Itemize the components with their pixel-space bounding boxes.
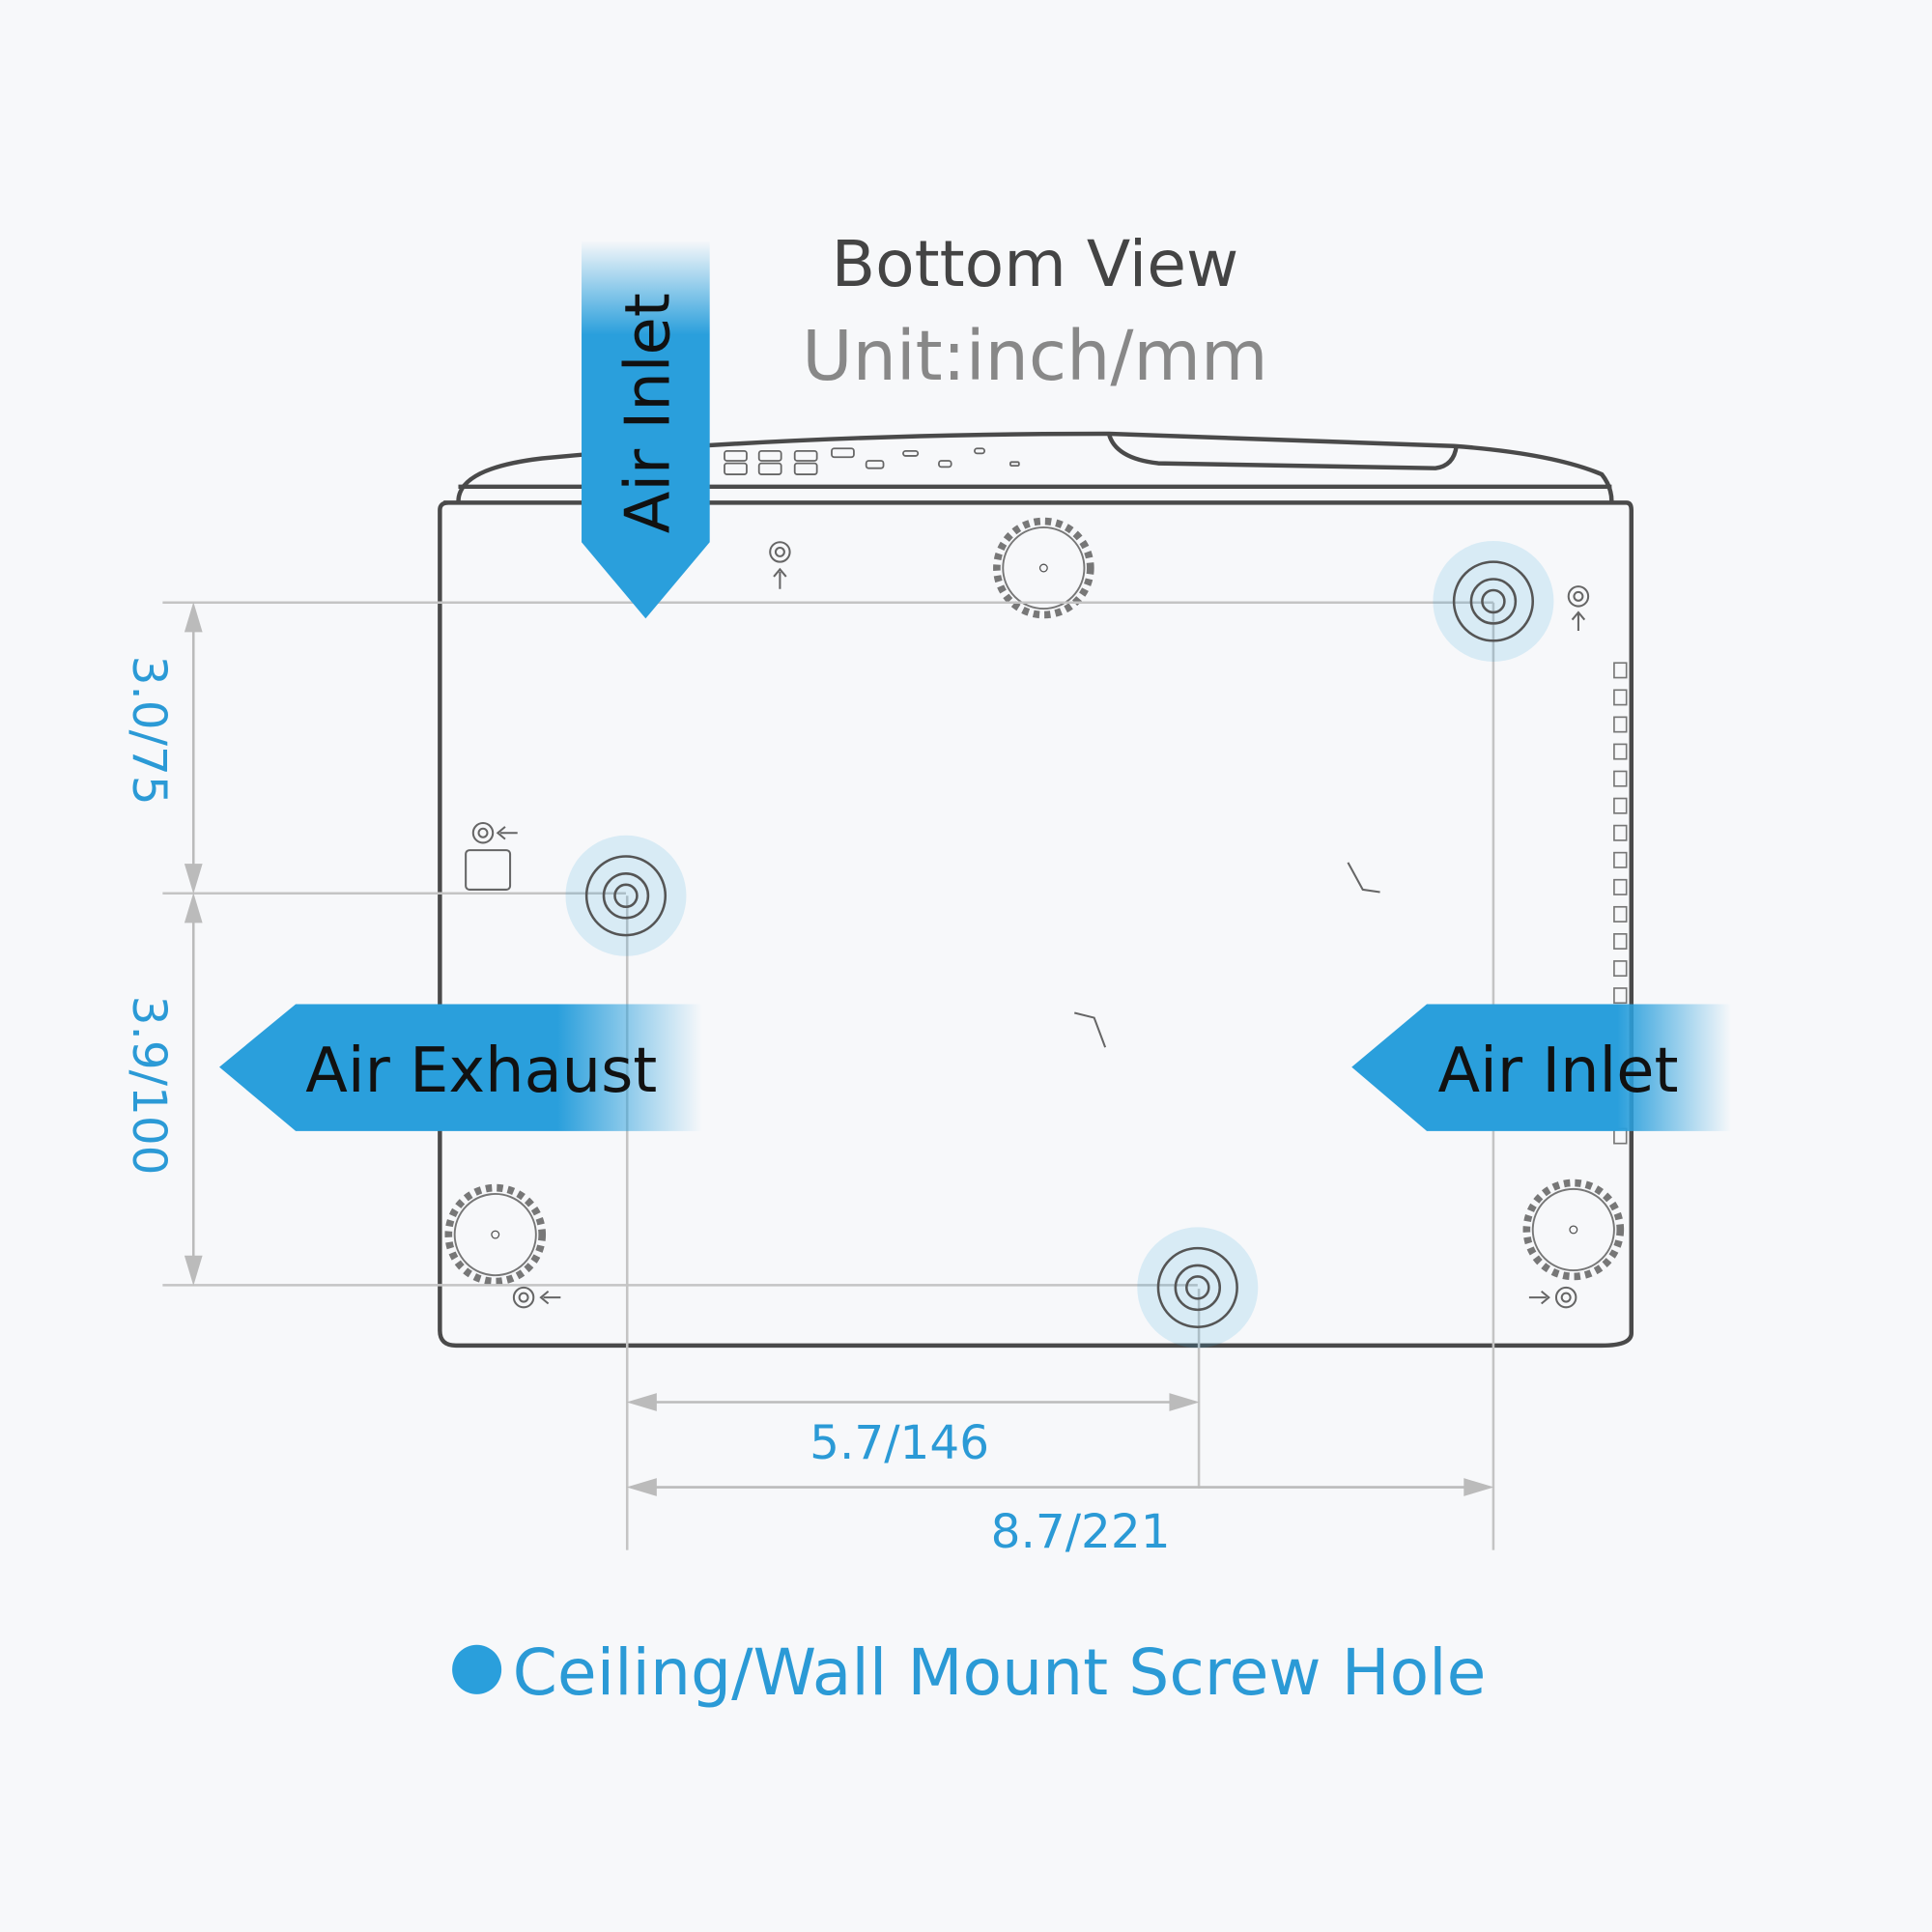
- dimension-vertical-lower: 3.9/100: [122, 996, 176, 1176]
- unit-label: Unit:inch/mm: [802, 316, 1267, 396]
- side-vent: [1613, 662, 1628, 1145]
- adjustable-foot: [444, 1183, 547, 1286]
- mount-screw-hole: [1433, 540, 1554, 662]
- mount-screw-hole: [565, 835, 687, 956]
- air-exhaust-label: Air Exhaust: [305, 1036, 657, 1107]
- small-screw-markers: [471, 541, 1590, 1309]
- legend-label: Ceiling/Wall Mount Screw Hole: [513, 1634, 1487, 1710]
- adjustable-foot: [1522, 1179, 1625, 1281]
- legend: Ceiling/Wall Mount Screw Hole: [452, 1634, 1486, 1710]
- air-exhaust-arrow: Air Exhaust: [219, 1004, 703, 1131]
- dimension-horizontal-short: 5.7/146: [810, 1416, 989, 1470]
- dimension-horizontal-long: 8.7/221: [991, 1505, 1171, 1559]
- diagram-title: Bottom View: [832, 226, 1239, 301]
- air-inlet-right-label: Air Inlet: [1438, 1036, 1679, 1107]
- air-inlet-right-arrow: Air Inlet: [1351, 1004, 1732, 1131]
- mount-screw-hole: [1137, 1227, 1259, 1349]
- air-inlet-top-label: Air Inlet: [613, 293, 685, 533]
- legend-dot-icon: [452, 1644, 502, 1694]
- air-inlet-top-arrow: Air Inlet: [582, 240, 710, 619]
- dimension-arrows: [184, 602, 1494, 1496]
- adjustable-foot: [993, 517, 1094, 619]
- dimension-vertical-upper: 3.0/75: [122, 656, 176, 806]
